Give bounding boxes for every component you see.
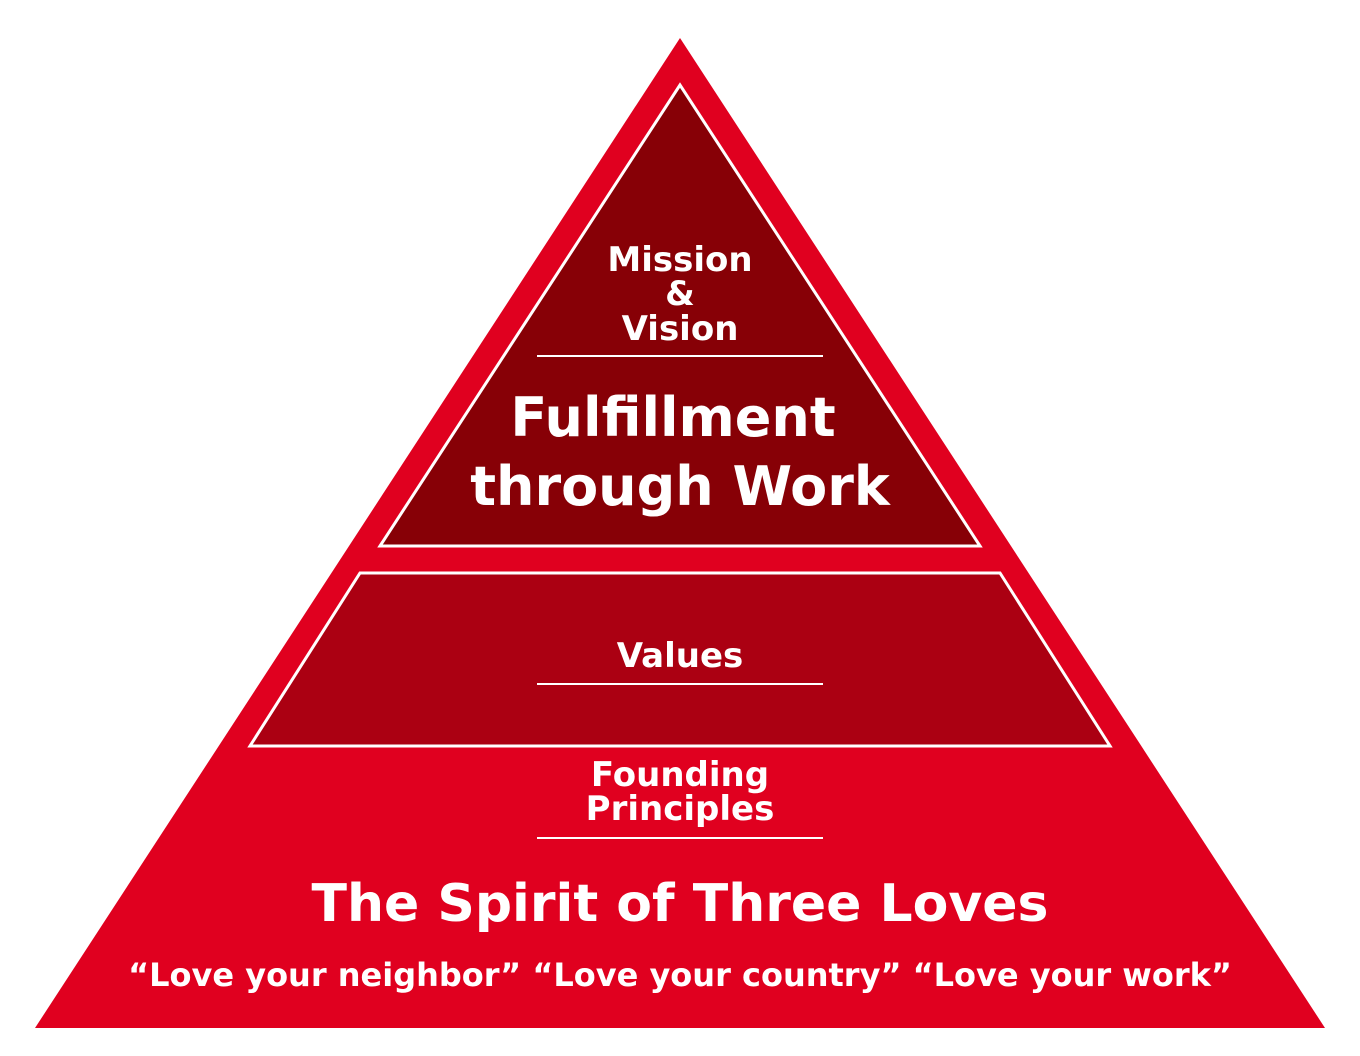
vision-label: Vision (622, 309, 739, 349)
ampersand-label: & (665, 274, 695, 314)
three-loves-subtitle: “Love your neighbor” “Love your country”… (128, 956, 1232, 994)
pyramid-middle-tier (247, 571, 1113, 748)
pyramid-top-tier (377, 82, 983, 548)
principles-label: Principles (586, 789, 775, 829)
through-work-title: through Work (470, 455, 891, 518)
founding-label: Founding (591, 755, 769, 795)
three-loves-title: The Spirit of Three Loves (312, 874, 1049, 934)
mission-label: Mission (607, 240, 752, 280)
fulfillment-title: Fulfillment (510, 386, 835, 449)
values-label: Values (617, 636, 744, 676)
